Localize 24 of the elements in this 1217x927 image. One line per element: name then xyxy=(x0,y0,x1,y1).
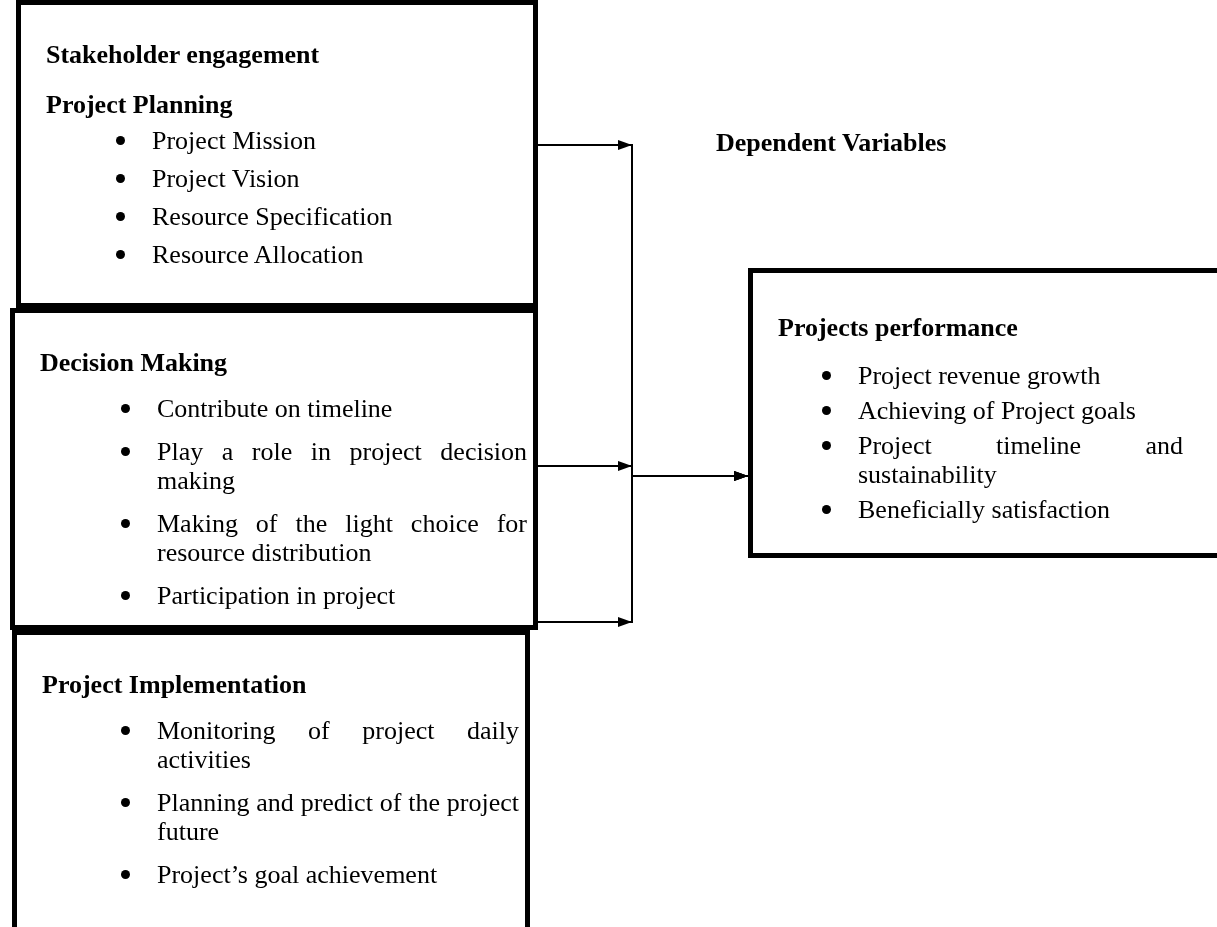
box-heading: Stakeholder engagement xyxy=(46,40,321,70)
box-heading: Project Planning xyxy=(46,90,234,120)
bullet-text: Play a role in project decision making xyxy=(157,437,527,495)
bullet-text: Resource Allocation xyxy=(152,240,364,269)
bullet-text: Project’s goal achievement xyxy=(157,860,438,889)
bullet-text: Planning and predict of the project future xyxy=(157,788,519,846)
box-heading: Projects performance xyxy=(778,313,1019,343)
bullet-text: Participation in project xyxy=(157,581,396,610)
bullet-text: Achieving of Project goals xyxy=(858,396,1136,425)
variable-box xyxy=(12,630,530,927)
variable-box xyxy=(16,0,538,308)
variable-box xyxy=(748,268,1217,558)
bullet-text: Making of the light choice for resource distribution xyxy=(157,509,527,567)
bullet-text: Monitoring of project daily activities xyxy=(157,716,519,774)
section-label: Dependent Variables xyxy=(716,128,947,158)
bullet-text: Project timeline and sustainability xyxy=(858,431,1183,489)
box-heading: Project Implementation xyxy=(42,670,308,700)
bullet-text: Project Vision xyxy=(152,164,300,193)
bullet-text: Beneficially satisfaction xyxy=(858,495,1110,524)
bullet-text: Contribute on timeline xyxy=(157,394,393,423)
box-heading: Decision Making xyxy=(40,348,229,378)
bullet-text: Project revenue growth xyxy=(858,361,1101,390)
bullet-text: Resource Specification xyxy=(152,202,393,231)
bullet-text: Project Mission xyxy=(152,126,316,155)
